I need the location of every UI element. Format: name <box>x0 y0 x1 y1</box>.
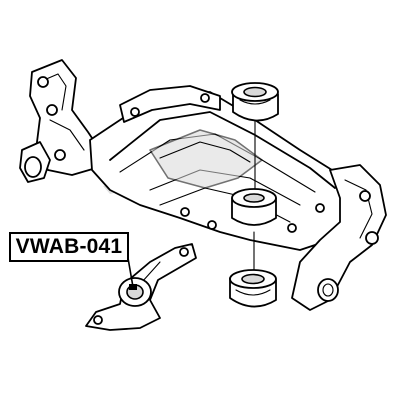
right-bracket <box>291 164 387 311</box>
upper-mount-bushing <box>231 82 279 122</box>
leader-tip <box>129 284 137 290</box>
seated-mount <box>231 188 277 226</box>
leader-line <box>127 257 134 288</box>
subframe-body <box>89 85 361 251</box>
left-bracket <box>19 59 101 183</box>
torque-rod <box>85 243 197 331</box>
lower-mount-bushing <box>229 269 277 308</box>
part-number-label: VWAB-041 <box>9 232 129 262</box>
